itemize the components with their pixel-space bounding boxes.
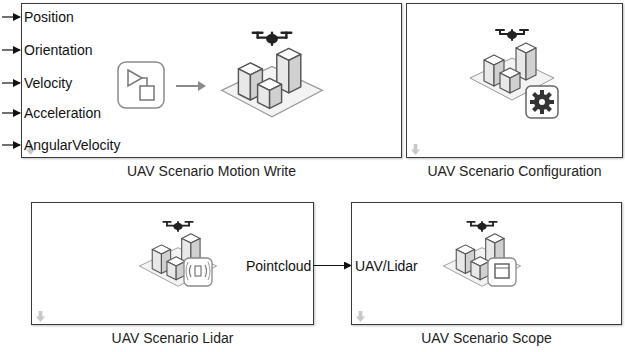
block-caption: UAV Scenario Scope [332,330,625,346]
block-caption: UAV Scenario Lidar [12,330,333,346]
port-label: UAV/Lidar [355,258,418,274]
simulink-block: UAV Scenario Configuration [406,3,623,158]
simulink-block: UAV Scenario Motion Write [21,3,402,158]
signal-line [314,265,351,266]
port-label: Position [24,9,74,25]
port-label: Pointcloud [246,258,311,274]
port-label: Orientation [24,42,92,58]
port-label: Acceleration [24,105,101,121]
block-caption: UAV Scenario Motion Write [2,163,421,179]
port-label: AngularVelocity [24,137,121,153]
port-label: Velocity [24,75,72,91]
block-caption: UAV Scenario Configuration [387,163,625,179]
